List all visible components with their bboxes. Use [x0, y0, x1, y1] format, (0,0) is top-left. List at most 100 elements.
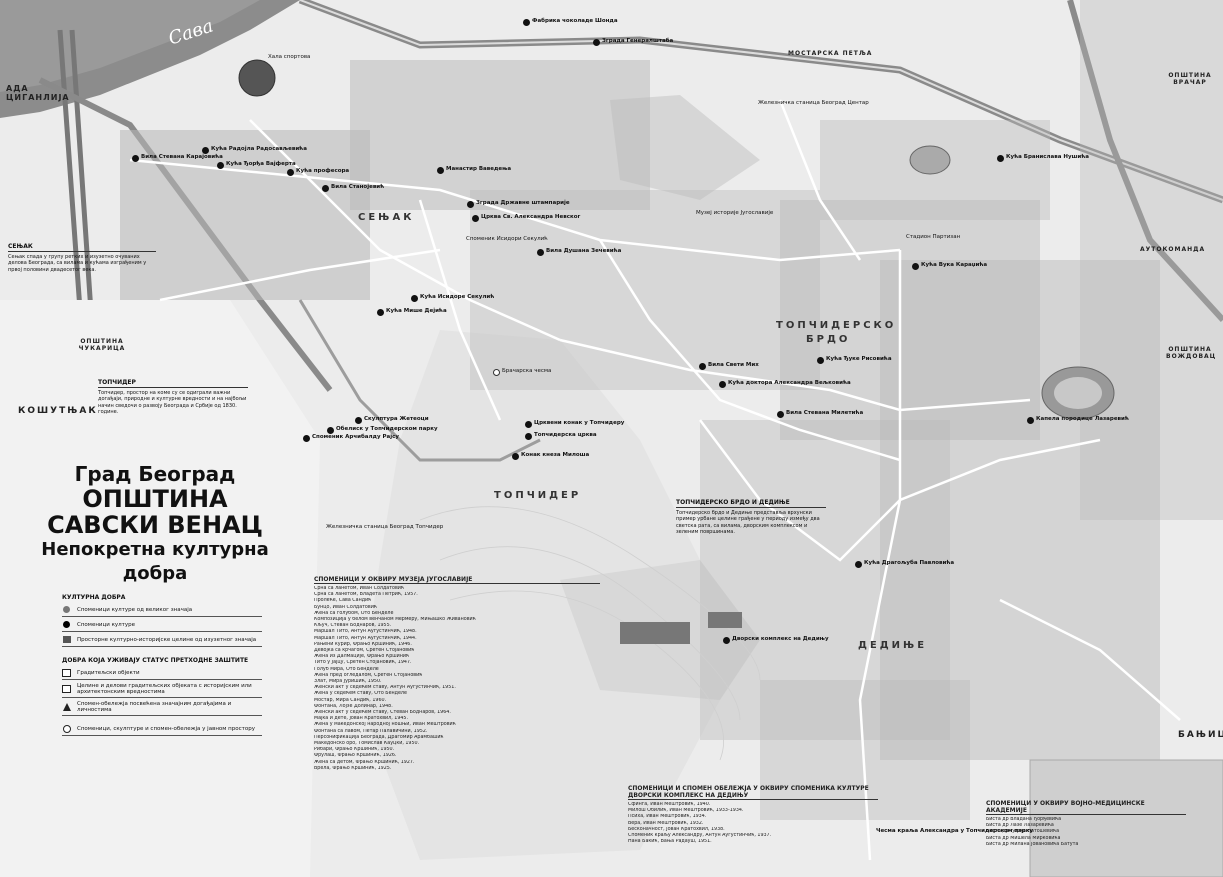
place-label: Кућа професора [296, 168, 350, 174]
district-label-topcidersko: ТОПЧИДЕРСКО [776, 320, 897, 331]
hala-dome [238, 59, 276, 97]
monument-list-item: Фрулаш, Фрањо Кршинић, 1926. [314, 753, 397, 759]
place-label: Хала спортова [268, 54, 311, 60]
district-label-vracar: ОПШТИНА ВРАЧАР [1168, 72, 1212, 86]
place-label: Кућа Исидоре Секулић [420, 294, 495, 300]
map-pin[interactable] [512, 453, 519, 460]
title-municipality: ОПШТИНА [82, 485, 228, 513]
map-pin[interactable] [525, 433, 532, 440]
map-pin[interactable] [723, 637, 730, 644]
place-label: Зграда Генералштаба [602, 38, 674, 44]
building-blocks [120, 0, 1223, 820]
map-pin[interactable] [719, 381, 726, 388]
district-label-topcider: ТОПЧИДЕР [494, 490, 582, 501]
place-label: Вила Станојевић [331, 184, 385, 190]
map-pin[interactable] [327, 427, 334, 434]
stadium-small [909, 145, 951, 175]
map-pin[interactable] [287, 169, 294, 176]
map-pin[interactable] [593, 39, 600, 46]
place-label: Кућа Ђуке Рисовића [826, 356, 892, 362]
map-pin[interactable] [1027, 417, 1034, 424]
district-label-ada: АДА ЦИГАНЛИЈА [6, 84, 70, 102]
place-label: Обелиск у Топчидерском парку [336, 426, 438, 432]
legend-heading-protected: ДОБРА КОЈА УЖИВАЈУ СТАТУС ПРЕТХОДНЕ ЗАШТ… [62, 657, 249, 664]
map-pin[interactable] [322, 185, 329, 192]
map-pin[interactable] [855, 561, 862, 568]
legend-item: Спомен-обележја посвећена значајним дога… [62, 701, 262, 716]
place-label: Споменик Арчибалду Рајсу [312, 434, 399, 440]
monuments-vma-list: СПОМЕНИЦИ У ОКВИРУ ВОЈНО-МЕДИЦИНСКЕ АКАД… [986, 800, 1186, 875]
map-pin[interactable] [217, 162, 224, 169]
map-pin[interactable] [817, 357, 824, 364]
legend-heading-cultural: КУЛТУРНА ДОБРА [62, 594, 126, 601]
place-label: Црква Св. Александра Невског [481, 214, 581, 220]
map-pin[interactable] [377, 309, 384, 316]
place-label: Фабрика чоколаде Шонда [532, 18, 618, 24]
monument-list-item: Мостар, Мира Сандић, 1960. [314, 697, 387, 703]
monument-list-item: Бунцо, Иван Солдатовић [314, 604, 377, 610]
map-pin[interactable] [537, 249, 544, 256]
district-label-brdo: БРДО [806, 334, 851, 345]
place-label: Вила Свети Мих [708, 362, 759, 368]
monument-list-item: Жена пред огледалом, Сретен Стојановић [314, 672, 423, 678]
map-pin[interactable] [303, 435, 310, 442]
map-pin[interactable] [699, 363, 706, 370]
map-pin[interactable] [411, 295, 418, 302]
topcider-park [360, 330, 720, 860]
vma-block [1029, 759, 1223, 877]
map-pin[interactable] [467, 201, 474, 208]
monument-list-item: Девојка са крчагом, Сретен Стојановић [314, 648, 415, 654]
monument-list-item: Биста др Владана Ђорђевића [986, 817, 1062, 822]
map-pin[interactable] [525, 421, 532, 428]
title-subtitle: Непокретна културна добра [41, 539, 269, 584]
monument-list-item: Срна са ланетом, Иван Солдатовић [314, 586, 405, 591]
map-pin[interactable] [202, 147, 209, 154]
triangle-icon [62, 703, 71, 711]
place-label: Конак кнеза Милоша [521, 452, 590, 458]
place-label: Вила Душана Зечевића [546, 248, 622, 254]
district-label-senjak: СЕЊАК [358, 212, 415, 223]
monument-list-item: Биста др Милана Јовановића Батута [986, 841, 1079, 847]
monument-list-item: Македонско оро, Томислав Кауцки, 1950. [314, 741, 420, 747]
place-label: Стадион Партизан [906, 234, 961, 240]
map-pin[interactable] [437, 167, 444, 174]
map-pin[interactable] [355, 417, 362, 424]
monument-list-item: Нана Бакић, Вања Радауш, 1951. [628, 839, 712, 845]
fountain-label: Чесма краља Александра у Топчидерском па… [876, 828, 1034, 834]
map-pin[interactable] [472, 215, 479, 222]
map-pin[interactable] [777, 411, 784, 418]
district-label-cukarica: ОПШТИНА ЧУКАРИЦА [78, 338, 126, 352]
district-label-vozdovac: ОПШТИНА ВОЖДОВАЦ [1166, 346, 1217, 360]
place-label: Кућа Бранислава Нушића [1006, 154, 1089, 160]
place-label: Музеј историје Југославије [696, 210, 774, 216]
place-label: Кућа Ђорђа Вајферта [226, 161, 296, 167]
monument-list-item: Биста др Лазе Лазаревића [986, 823, 1054, 829]
place-label: Скулптура Жетеоци [364, 416, 429, 422]
palace-complex [620, 622, 690, 644]
topcider-textbox: ТОПЧИДЕР Топчидер, простор на коме су се… [98, 379, 248, 415]
map-pin[interactable] [132, 155, 139, 162]
legend-item: Целине и делови градитељских објеката с … [62, 683, 262, 698]
monument-list-item: Жена у македонској народној ношњи, Иван … [314, 722, 456, 728]
hollow-square-icon [62, 685, 71, 693]
monument-list-item: Композиција у белом венчаном мермеру, Ми… [314, 617, 476, 623]
district-label-kostunjak: КОШУТЊАК [18, 406, 98, 416]
map-pin[interactable] [523, 19, 530, 26]
place-label: Вила Стевана Карајовића [141, 154, 223, 160]
map-legend: КУЛТУРНА ДОБРА Споменици културе од вели… [62, 590, 262, 739]
map-pin[interactable] [912, 263, 919, 270]
map-pin[interactable] [493, 369, 500, 376]
map-pin[interactable] [997, 155, 1004, 162]
monuments-dvor-list: СПОМЕНИЦИ И СПОМЕН ОБЕЛЕЖЈА У ОКВИРУ СПО… [628, 785, 878, 875]
place-label: Дворски комплекс на Дедињу [732, 636, 829, 642]
place-label: Железничка станица Београд Центар [758, 100, 869, 106]
monument-list-item: Милош Обилић, Иван Мештровић, 1933-1934. [628, 808, 744, 814]
grey-dot-icon [63, 606, 70, 613]
monument-list-item: Фонтана, Лојзе Долинар, 1948. [314, 703, 393, 709]
place-label: Брачарска чесма [502, 368, 552, 374]
place-label: Кућа доктора Александра Вељковића [728, 380, 851, 386]
monument-list-item: Женски акт у седећем ставу, Стеван Бодна… [314, 710, 451, 716]
place-label: Зграда Државне штампарије [476, 200, 570, 206]
